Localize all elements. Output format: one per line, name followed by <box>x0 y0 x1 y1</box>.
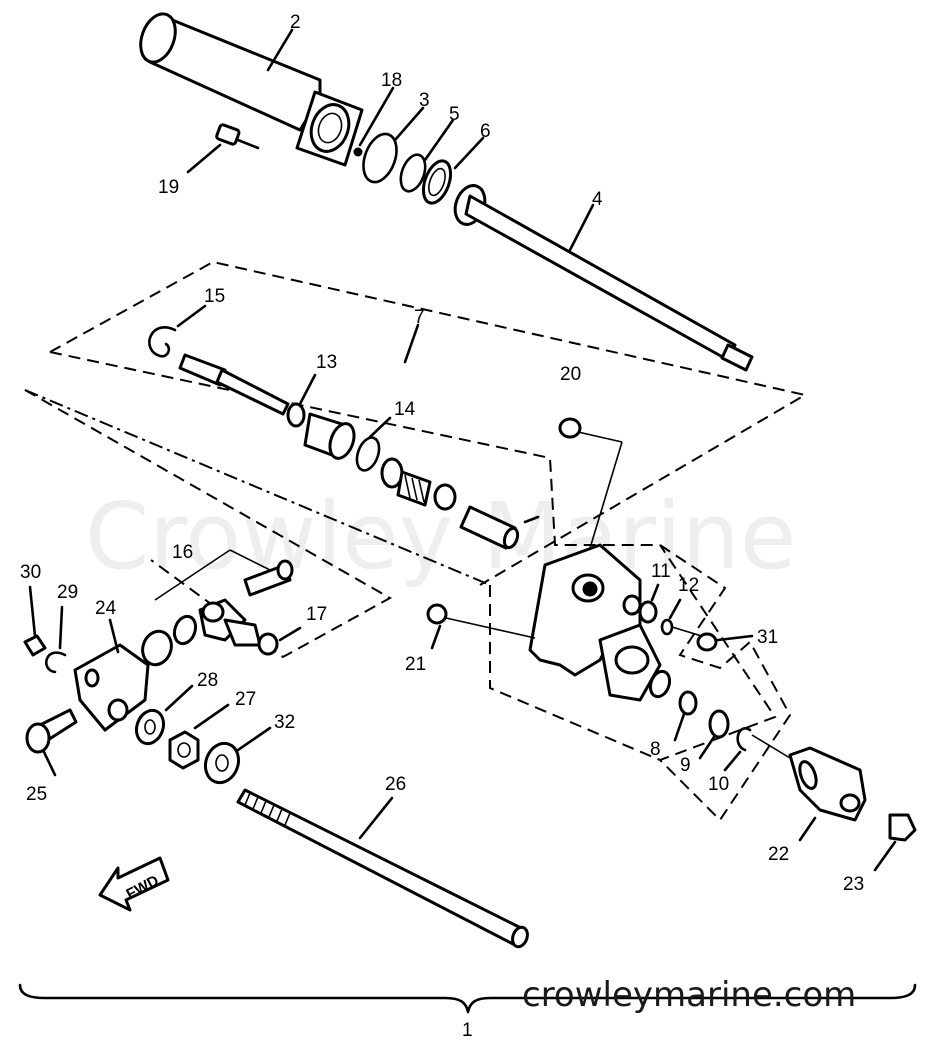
washers-27-28-32 <box>134 684 272 785</box>
callout-23: 23 <box>843 874 864 895</box>
callout-3: 3 <box>419 90 430 111</box>
sleeve <box>459 505 540 550</box>
callout-14: 14 <box>394 399 416 420</box>
part-22-clevis <box>788 746 867 842</box>
part-25-bolt <box>25 708 78 777</box>
callout-2: 2 <box>290 12 301 33</box>
part-26-threaded-rod <box>236 788 529 949</box>
assembly-number: 1 <box>462 1020 473 1041</box>
callout-31: 31 <box>757 627 778 648</box>
callout-12: 12 <box>678 575 699 596</box>
callout-13: 13 <box>316 352 337 373</box>
callout-19: 19 <box>158 177 179 198</box>
part-14-o-ring <box>355 416 392 472</box>
part-23-nut <box>873 813 917 872</box>
callout-4: 4 <box>592 189 603 210</box>
part-2-cylinder <box>139 12 364 167</box>
callout-17: 17 <box>306 604 327 625</box>
callout-5: 5 <box>449 104 460 125</box>
callout-22: 22 <box>768 844 789 865</box>
website-label: crowleymarine.com <box>522 975 856 1015</box>
part-13-piston <box>286 373 356 460</box>
callout-10: 10 <box>708 774 729 795</box>
callout-18: 18 <box>381 70 402 91</box>
part-24-block <box>73 618 150 732</box>
part-4-piston-rod <box>453 184 754 372</box>
part-19-bolt <box>186 123 260 174</box>
leader-lines <box>266 28 595 364</box>
parts-29-30 <box>23 585 67 674</box>
callout-6: 6 <box>480 121 491 142</box>
callout-27: 27 <box>235 689 256 710</box>
callout-20: 20 <box>560 364 581 385</box>
part-21-nipple <box>426 603 536 650</box>
callout-26: 26 <box>385 774 406 795</box>
spring-valve <box>380 457 457 511</box>
callout-32: 32 <box>274 712 295 733</box>
parts-8-9-10 <box>673 690 791 772</box>
callout-8: 8 <box>650 739 661 760</box>
parts-11-12-31 <box>638 583 754 652</box>
callout-11: 11 <box>651 561 671 582</box>
callout-21: 21 <box>405 654 426 675</box>
callout-numbers: 2 18 3 5 6 19 4 15 7 13 20 14 16 30 29 2… <box>20 12 864 895</box>
callout-7: 7 <box>414 307 425 328</box>
valve-body <box>528 543 672 702</box>
callout-28: 28 <box>197 670 218 691</box>
assembly-brace <box>18 983 917 1014</box>
parts-16-17 <box>141 549 302 667</box>
fwd-arrow-icon: FWD <box>98 856 170 912</box>
valve-stem <box>178 353 290 416</box>
callout-15: 15 <box>204 286 225 307</box>
callout-25: 25 <box>26 784 47 805</box>
callout-9: 9 <box>680 755 691 776</box>
callout-30: 30 <box>20 562 41 583</box>
callout-16: 16 <box>172 542 193 563</box>
callout-24: 24 <box>95 598 117 619</box>
seal-rings <box>353 132 453 205</box>
callout-29: 29 <box>57 582 78 603</box>
part-15-clip <box>148 304 207 358</box>
